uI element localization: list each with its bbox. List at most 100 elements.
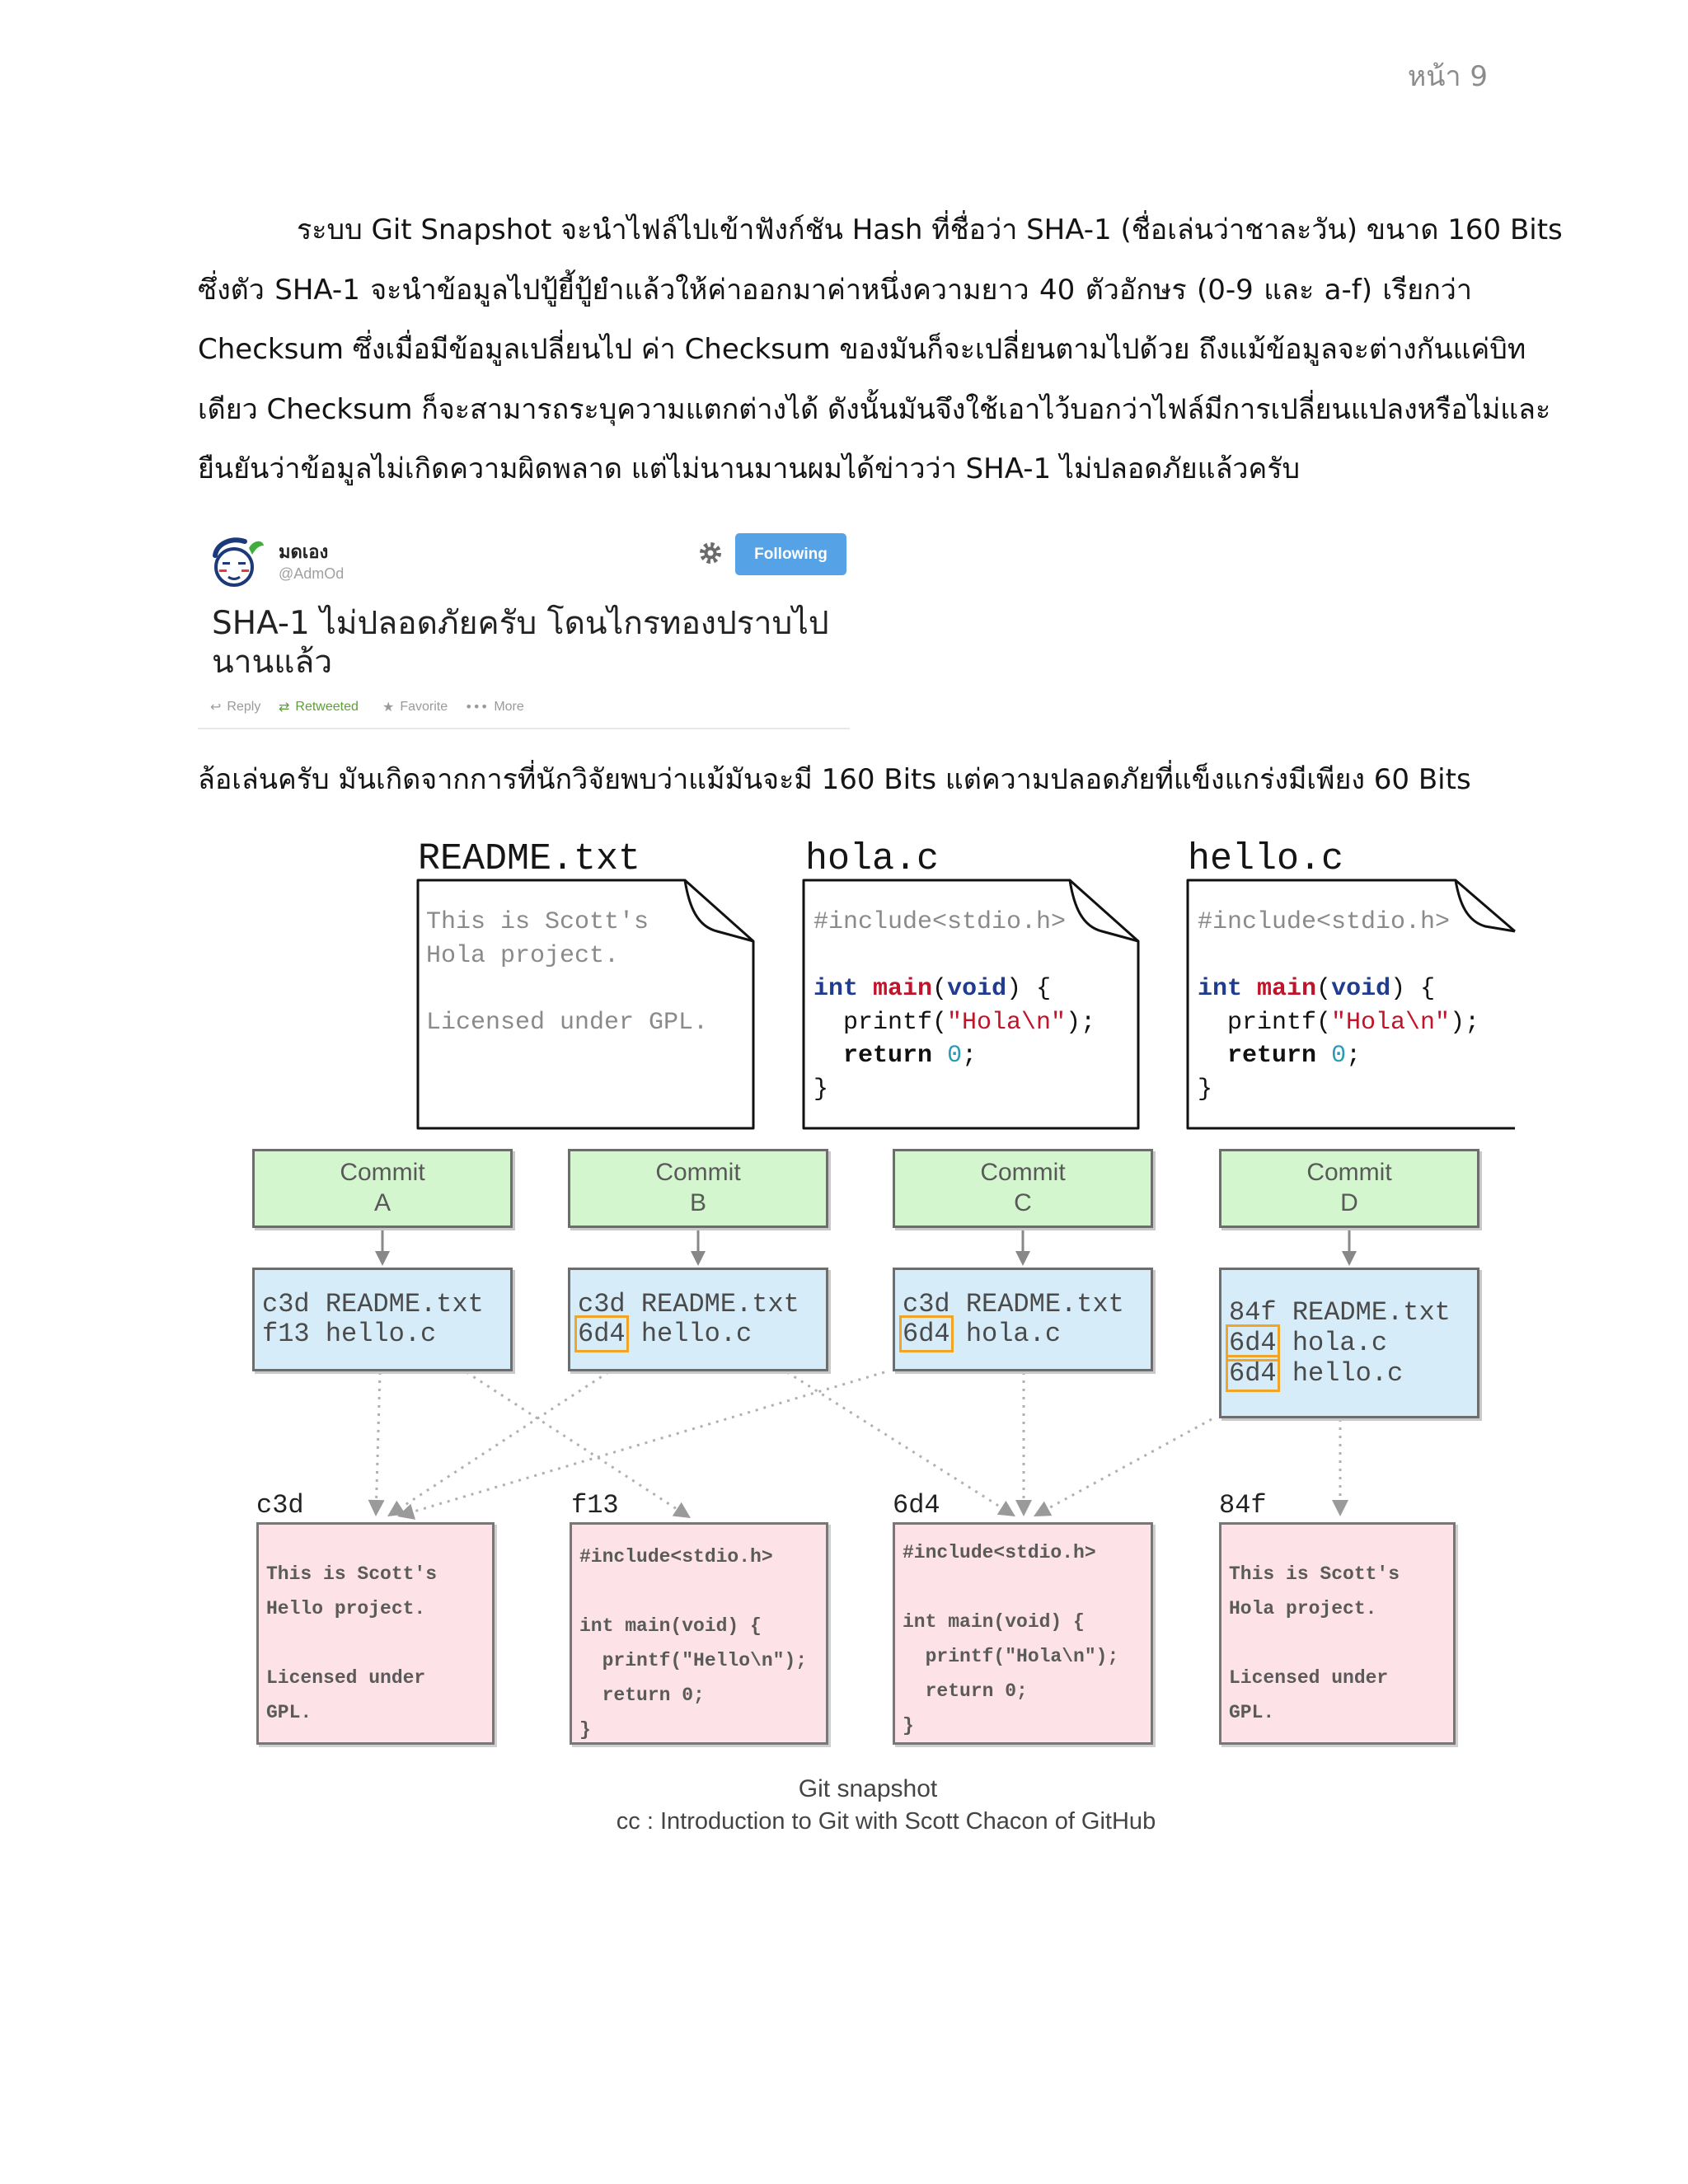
code-line: int main(void) {: [814, 972, 1095, 1006]
blob-box: #include<stdio.h>int main(void) { printf…: [893, 1522, 1153, 1745]
gear-icon[interactable]: [698, 541, 723, 565]
code-token: );: [1066, 1008, 1096, 1037]
tree-entry: 6d4 hola.c: [1226, 1324, 1477, 1361]
file-name: README.txt: [325, 1289, 484, 1319]
blob-line: return 0;: [903, 1680, 1028, 1702]
code-line: [814, 940, 1095, 973]
retweet-icon: ⇄: [279, 699, 290, 715]
file-content: #include<stdio.h> int main(void) { printf…: [814, 906, 1095, 1106]
commit-box: Commit D: [1219, 1149, 1479, 1228]
arrowhead: [996, 1500, 1015, 1516]
code-line: int main(void) {: [1198, 972, 1479, 1006]
arrowhead: [1034, 1501, 1053, 1516]
tree-entry: c3d README.txt: [262, 1290, 510, 1319]
blob-line: }: [903, 1715, 914, 1736]
code-token: (: [932, 975, 948, 1003]
tweet-action-label: More: [494, 700, 524, 714]
file-name: hola.c: [1292, 1328, 1388, 1358]
tweet-action-label: Favorite: [400, 700, 448, 714]
object-hash: 6d4: [1226, 1355, 1280, 1392]
page-number: หน้า 9: [1407, 60, 1488, 93]
code-token: main: [1257, 975, 1317, 1003]
body-paragraph: ระบบ Git Snapshot จะนำไฟล์ไปเข้าฟังก์ชัน…: [198, 200, 1563, 499]
blob-line: Hola project.: [1229, 1598, 1377, 1619]
blob-label: 6d4: [893, 1490, 940, 1521]
object-hash: c3d: [903, 1289, 950, 1319]
code-token: main: [873, 975, 933, 1003]
paragraph-line: Checksum ซึ่งเมื่อมีข้อมูลเปลี่ยนไป ค่า …: [198, 333, 1526, 367]
arrowhead: [691, 1251, 706, 1266]
commit-word: Commit: [980, 1159, 1066, 1186]
blob-line: int main(void) {: [903, 1611, 1085, 1633]
tweet-author-handle: @AdmOd: [279, 565, 345, 582]
code-token: [858, 975, 873, 1003]
tree-entry: f13 hello.c: [262, 1319, 510, 1349]
tweet-favorite-action[interactable]: ★ Favorite: [382, 697, 448, 717]
star-icon: ★: [382, 699, 395, 715]
blob-label: c3d: [256, 1490, 304, 1521]
blob-line: GPL.: [266, 1702, 312, 1723]
code-token: ) {: [1390, 975, 1436, 1003]
tree-entry: 84f README.txt: [1229, 1297, 1477, 1328]
code-token: ;: [1346, 1042, 1362, 1070]
blob-line: This is Scott's: [266, 1563, 438, 1585]
code-token: int: [814, 975, 859, 1003]
code-line: printf("Hola\n");: [814, 1006, 1095, 1040]
file-name: hello.c: [1292, 1358, 1404, 1389]
blob-line: Hello project.: [266, 1598, 426, 1619]
tree-to-blob-connector: [400, 1371, 609, 1509]
blob-line: printf("Hola\n");: [903, 1646, 1119, 1667]
tree-entry: c3d README.txt: [578, 1290, 826, 1319]
code-token: #include<stdio.h>: [814, 908, 1067, 936]
tweet-text-line: นานแล้ว: [212, 644, 333, 681]
commit-word: Commit: [1306, 1159, 1392, 1186]
blob-line: [579, 1574, 826, 1609]
commit-word: Commit: [340, 1159, 425, 1186]
file-content: #include<stdio.h>int main(void) { printf…: [1198, 906, 1479, 1106]
tweet-divider: [198, 728, 850, 729]
paragraph-line: ระบบ Git Snapshot จะนำไฟล์ไปเข้าฟังก์ชัน…: [297, 213, 1563, 246]
blob-line: printf("Hello\n");: [579, 1650, 808, 1671]
tweet-action-label: Reply: [227, 700, 261, 714]
following-button[interactable]: Following: [735, 533, 846, 575]
tree-entry: 6d4 hello.c: [574, 1315, 826, 1352]
blob-label: 84f: [1219, 1490, 1267, 1521]
tweet-retweet-action[interactable]: ⇄ Retweeted: [279, 697, 359, 717]
blob-line: [903, 1570, 1151, 1605]
paragraph-line: เดียว Checksum ก็จะสามารถระบุความแตกต่าง…: [198, 392, 1551, 426]
object-hash: f13: [262, 1319, 310, 1349]
blob-line: GPL.: [1229, 1702, 1275, 1723]
tree-to-blob-connector: [412, 1371, 885, 1513]
tweet-action-label: Retweeted: [295, 700, 359, 714]
tree-entry: c3d README.txt: [903, 1290, 1151, 1319]
code-token: 0: [947, 1042, 963, 1070]
tweet-reply-action[interactable]: ↩ Reply: [210, 697, 260, 717]
tweet-more-action[interactable]: ••• More: [465, 697, 524, 717]
tweet-author-name[interactable]: มดเอง: [279, 542, 329, 563]
commit-letter: C: [1014, 1189, 1032, 1216]
arrowhead: [1015, 1500, 1032, 1516]
code-token: 0: [1331, 1042, 1347, 1070]
code-token: [1316, 1042, 1331, 1070]
blob-line: [266, 1626, 492, 1661]
avatar[interactable]: [209, 536, 266, 588]
code-line: return 0;: [814, 1039, 1095, 1073]
code-token: }: [814, 1075, 829, 1104]
tree-entry: 6d4 hola.c: [899, 1315, 1151, 1352]
blob-line: }: [579, 1719, 591, 1741]
blob-line: This is Scott's: [1229, 1563, 1400, 1585]
code-token: [814, 1042, 843, 1070]
arrowhead: [1342, 1251, 1357, 1266]
code-token: ) {: [1006, 975, 1052, 1003]
tweet-text: SHA-1 ไม่ปลอดภัยครับ โดนไกรทองปราบไป นาน…: [212, 604, 850, 682]
code-line: }: [1198, 1073, 1479, 1107]
more-icon: •••: [465, 699, 489, 715]
code-token: (: [1316, 975, 1332, 1003]
blob-box: #include<stdio.h>int main(void) { printf…: [570, 1522, 828, 1745]
code-line: This is Scott's: [426, 906, 708, 940]
code-token: [1198, 1042, 1227, 1070]
